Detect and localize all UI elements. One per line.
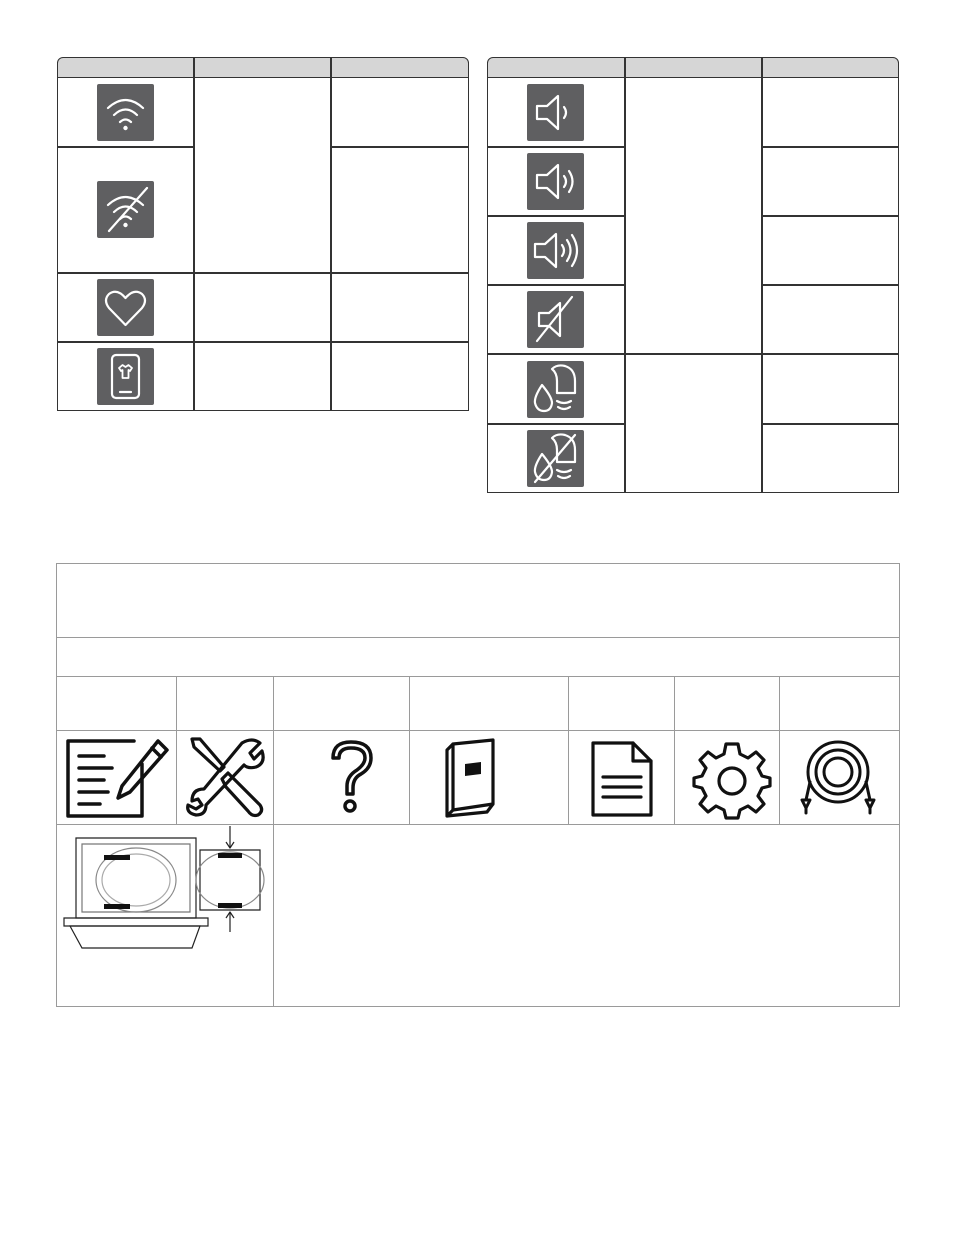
- dispenser-off-icon: [527, 430, 584, 487]
- settings-icon: [692, 742, 772, 820]
- volume-high-icon: [527, 222, 584, 279]
- right-table-header: [487, 57, 899, 78]
- washer-illustration: [63, 826, 265, 949]
- left-row-line: [57, 272, 469, 274]
- grid-col-line: [409, 676, 410, 824]
- grid-row-line: [56, 730, 900, 731]
- grid-col-line: [674, 676, 675, 824]
- tools-icon: [186, 737, 265, 818]
- volume-medium-icon: [527, 153, 584, 210]
- left-row-line: [57, 146, 194, 148]
- grid-col-line: [568, 676, 569, 824]
- right-row-line: [761, 146, 899, 148]
- right-row-line: [487, 353, 899, 355]
- right-row-line: [487, 423, 625, 425]
- grid-col-line: [176, 676, 177, 824]
- left-table-body: [57, 77, 469, 411]
- right-col-divider-2: [761, 57, 763, 493]
- left-col-divider-1: [193, 57, 195, 411]
- notes-icon: [66, 739, 169, 818]
- right-row-line: [761, 284, 899, 286]
- grid-row-line: [56, 676, 900, 677]
- volume-low-icon: [527, 84, 584, 141]
- grid-row-line: [56, 637, 900, 638]
- right-row-line: [761, 423, 899, 425]
- help-icon: [331, 740, 373, 813]
- wifi-off-icon: [97, 181, 154, 238]
- right-col-divider-1: [624, 57, 626, 493]
- grid-col-line: [779, 676, 780, 824]
- right-row-line: [487, 215, 625, 217]
- left-table-header: [57, 57, 469, 78]
- wifi-icon: [97, 84, 154, 141]
- phone-shirt-icon: [97, 348, 154, 405]
- left-row-line: [57, 341, 469, 343]
- hose-icon: [800, 740, 876, 815]
- grid-col-line: [273, 676, 274, 1007]
- right-row-line: [487, 284, 625, 286]
- manual-icon: [445, 738, 495, 818]
- bottom-grid-frame: [56, 563, 900, 1007]
- heart-icon: [97, 279, 154, 336]
- right-row-line: [487, 146, 625, 148]
- left-col-divider-2: [330, 57, 332, 411]
- left-row-line: [330, 146, 469, 148]
- mute-icon: [527, 291, 584, 348]
- document-icon: [591, 741, 653, 817]
- right-row-line: [761, 215, 899, 217]
- dispenser-icon: [527, 361, 584, 418]
- grid-row-line: [56, 824, 900, 825]
